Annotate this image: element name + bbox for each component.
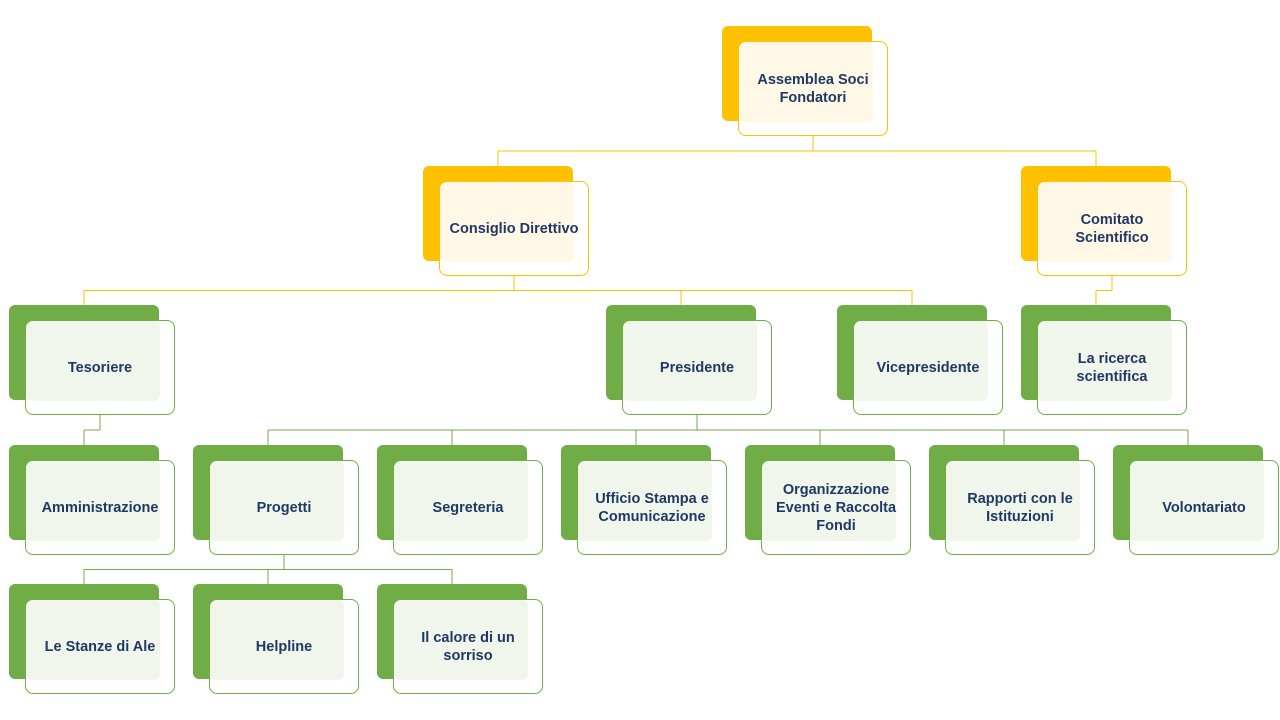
node-la-ricerca-scientifica: La ricerca scientifica — [1021, 305, 1187, 417]
node-card: Organizzazione Eventi e Raccolta Fondi — [761, 460, 911, 555]
node-comitato-scientifico: Comitato Scientifico — [1021, 166, 1187, 278]
node-assemblea-soci-fondatori: Assemblea Soci Fondatori — [722, 26, 888, 138]
node-card: Presidente — [622, 320, 772, 415]
node-organizzazione-eventi-e-raccolta-fondi: Organizzazione Eventi e Raccolta Fondi — [745, 445, 911, 557]
node-card: Il calore di un sorriso — [393, 599, 543, 694]
node-card: Volontariato — [1129, 460, 1279, 555]
node-segreteria: Segreteria — [377, 445, 543, 557]
node-card: Ufficio Stampa e Comunicazione — [577, 460, 727, 555]
node-amministrazione: Amministrazione — [9, 445, 175, 557]
node-card: La ricerca scientifica — [1037, 320, 1187, 415]
node-label: Assemblea Soci Fondatori — [757, 71, 869, 106]
node-label: Le Stanze di Ale — [44, 638, 156, 655]
node-card: Consiglio Direttivo — [439, 181, 589, 276]
node-volontariato: Volontariato — [1113, 445, 1279, 557]
node-label: Segreteria — [432, 499, 504, 516]
node-card: Progetti — [209, 460, 359, 555]
node-tesoriere: Tesoriere — [9, 305, 175, 417]
node-ufficio-stampa-e-comunicazione: Ufficio Stampa e Comunicazione — [561, 445, 727, 557]
node-label: Volontariato — [1162, 499, 1246, 516]
node-label: Vicepresidente — [876, 359, 980, 376]
node-card: Le Stanze di Ale — [25, 599, 175, 694]
node-label: Ufficio Stampa e Comunicazione — [595, 490, 709, 525]
node-label: Comitato Scientifico — [1075, 211, 1149, 246]
node-label: Il calore di un sorriso — [421, 629, 515, 664]
node-label: La ricerca scientifica — [1076, 350, 1148, 385]
node-card: Segreteria — [393, 460, 543, 555]
node-card: Vicepresidente — [853, 320, 1003, 415]
node-vicepresidente: Vicepresidente — [837, 305, 1003, 417]
node-label: Organizzazione Eventi e Raccolta Fondi — [775, 481, 897, 534]
node-rapporti-con-le-istituzioni: Rapporti con le Istituzioni — [929, 445, 1095, 557]
node-card: Assemblea Soci Fondatori — [738, 41, 888, 136]
node-card: Amministrazione — [25, 460, 175, 555]
node-presidente: Presidente — [606, 305, 772, 417]
node-helpline: Helpline — [193, 584, 359, 696]
node-le-stanze-di-ale: Le Stanze di Ale — [9, 584, 175, 696]
node-label: Helpline — [255, 638, 313, 655]
node-card: Helpline — [209, 599, 359, 694]
node-il-calore-di-un-sorriso: Il calore di un sorriso — [377, 584, 543, 696]
node-card: Tesoriere — [25, 320, 175, 415]
node-card: Comitato Scientifico — [1037, 181, 1187, 276]
node-label: Rapporti con le Istituzioni — [967, 490, 1073, 525]
node-consiglio-direttivo: Consiglio Direttivo — [423, 166, 589, 278]
node-label: Consiglio Direttivo — [449, 220, 579, 237]
node-label: Presidente — [659, 359, 735, 376]
node-label: Amministrazione — [41, 499, 159, 516]
node-label: Progetti — [256, 499, 312, 516]
node-label: Tesoriere — [67, 359, 133, 376]
node-card: Rapporti con le Istituzioni — [945, 460, 1095, 555]
node-progetti: Progetti — [193, 445, 359, 557]
